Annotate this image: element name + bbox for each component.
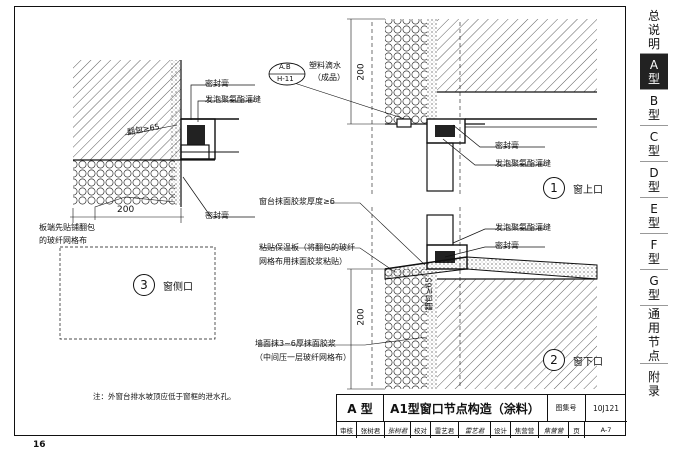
ref-index-bottom: H-11 (277, 75, 294, 83)
ref-index-top: A.B (279, 63, 291, 71)
tab-appendix[interactable]: 附录 (647, 370, 660, 398)
bottom-foam-label: 发泡聚氨酯灌缝 (495, 223, 551, 232)
designer-signature: 焦营营 (539, 422, 569, 438)
proofreader-signature: 雷艺君 (459, 422, 491, 438)
construction-drawing (59, 18, 598, 390)
atlas-number-value: 10J121 (592, 403, 620, 413)
side-board-note-line2: 的玻纤网格布 (39, 236, 87, 245)
drawing-note: 注：外窗台排水坡顶应低于窗框的泄水孔。 (93, 392, 236, 401)
detail-1-title: 窗上口 (573, 185, 603, 196)
detail-top-drawing (268, 18, 597, 197)
wall-plaster-label-line1: 墙面抹3~6厚抹面胶浆 (255, 339, 336, 348)
sill-thickness-label: 窗台抹面胶浆厚度≥6 (259, 197, 335, 206)
bottom-sealant-label: 密封膏 (495, 241, 519, 250)
title-block-title: A1型窗口节点构造（涂料） (383, 395, 548, 421)
review-label: 审核 (337, 422, 357, 438)
detail-2-number: 2 (543, 349, 565, 371)
drawing-sheet: 密封膏 发泡聚氨酯灌缝 翻包≥65 密封膏 200 板端先贴铺翻包 的玻纤网格布… (14, 6, 626, 436)
tab-general-notes[interactable]: 总说明 (640, 6, 668, 54)
top-foam-label: 发泡聚氨酯灌缝 (495, 159, 551, 168)
top-sealant-label: 密封膏 (495, 141, 519, 150)
page-label: 页 (569, 422, 585, 438)
side-sealant-bottom-label: 密封膏 (205, 211, 229, 220)
tab-common-details[interactable]: 通用节点 (640, 306, 668, 364)
side-foam-label: 发泡聚氨酯灌缝 (205, 95, 261, 104)
side-sealant-top-label: 密封膏 (205, 79, 229, 88)
bottom-dimension-200: 200 (356, 308, 367, 326)
proofread-label: 校对 (411, 422, 431, 438)
proofreader-name: 雷艺君 (431, 422, 459, 438)
designer-name: 焦营营 (511, 422, 539, 438)
atlas-number-label: 图集号 (547, 395, 586, 421)
page-number: 16 (33, 440, 46, 450)
detail-3-number: 3 (133, 274, 155, 296)
side-dimension-200: 200 (117, 205, 135, 215)
detail-side-drawing (59, 60, 255, 340)
title-block-type: A 型 (337, 395, 384, 421)
bottom-fold-dimension: 翻包≥65 (424, 277, 434, 311)
wall-plaster-label-line2: （中间压一层玻纤网格布） (255, 353, 351, 362)
signature-row: 审核 张树君 张树君 校对 雷艺君 雷艺君 设计 焦营营 焦营营 页 A-7 (337, 421, 627, 438)
reviewer-signature: 张树君 (385, 422, 411, 438)
insulation-label-line2: 网格布用抹面胶浆粘贴） (259, 257, 347, 266)
top-dimension-200: 200 (356, 63, 367, 81)
page-value: A-7 (600, 426, 612, 434)
design-label: 设计 (491, 422, 511, 438)
insulation-label-line1: 粘贴保温板（将翻包的玻纤 (259, 243, 355, 252)
reviewer-name: 张树君 (357, 422, 385, 438)
drip-label-line1: 塑料滴水 (309, 61, 341, 70)
detail-2-title: 窗下口 (573, 357, 603, 368)
detail-1-number: 1 (543, 177, 565, 199)
drip-label-line2: （成品） (313, 73, 345, 82)
detail-3-title: 窗侧口 (163, 282, 193, 293)
detail-bottom-drawing (259, 202, 598, 390)
title-block: A 型 A1型窗口节点构造（涂料） 图集号 10J121 审核 张树君 张树君 … (336, 394, 627, 438)
side-board-note-line1: 板端先贴铺翻包 (39, 223, 95, 232)
